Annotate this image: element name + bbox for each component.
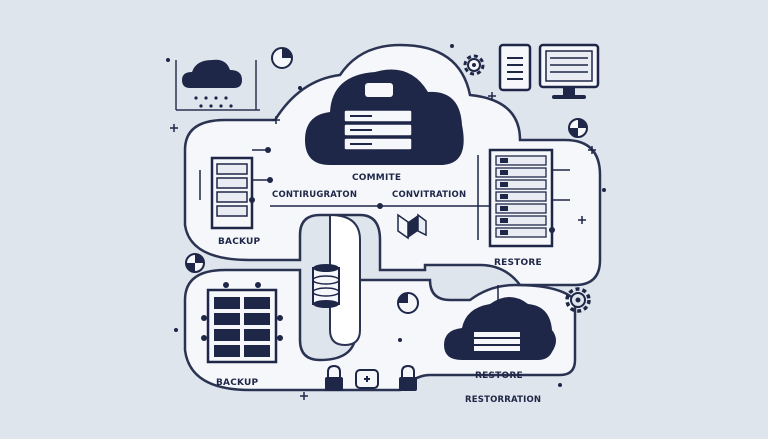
cloud-server-icon xyxy=(305,69,464,165)
pie-chart-icon xyxy=(185,253,205,273)
backup-label-top: BACKUP xyxy=(218,237,261,247)
document-stack-icon xyxy=(397,213,427,240)
first-aid-icon xyxy=(355,369,379,389)
server-rack-icon xyxy=(199,147,273,230)
convitration-label: CONVITRATION xyxy=(392,190,466,200)
decorative-marks xyxy=(170,92,596,400)
connector-node xyxy=(377,203,383,209)
cloud-rain-icon xyxy=(175,59,260,111)
backup-label-bottom: BACKUP xyxy=(216,378,259,388)
pie-chart-icon xyxy=(271,47,293,69)
configuration-label: CONTIRUGRATON xyxy=(272,190,357,200)
decorative-dots xyxy=(166,44,606,387)
database-icon xyxy=(312,264,340,308)
restoration-label: RESTORRATION xyxy=(465,395,541,405)
gear-icon xyxy=(565,287,591,313)
pie-chart-icon xyxy=(568,118,588,138)
server-tower-icon xyxy=(477,148,570,248)
commit-label: COMMITE xyxy=(352,173,401,183)
server-rack-icon xyxy=(201,282,283,364)
restore-label-cloud: RESTORE xyxy=(475,371,523,381)
cloud-server-icon xyxy=(444,285,556,360)
monitor-icon xyxy=(538,43,600,99)
tablet-icon xyxy=(498,43,532,92)
padlock-icon xyxy=(325,364,343,391)
restore-label-right: RESTORE xyxy=(494,258,542,268)
padlock-icon xyxy=(399,364,417,391)
gear-icon xyxy=(463,54,485,76)
pie-chart-icon xyxy=(397,292,419,314)
